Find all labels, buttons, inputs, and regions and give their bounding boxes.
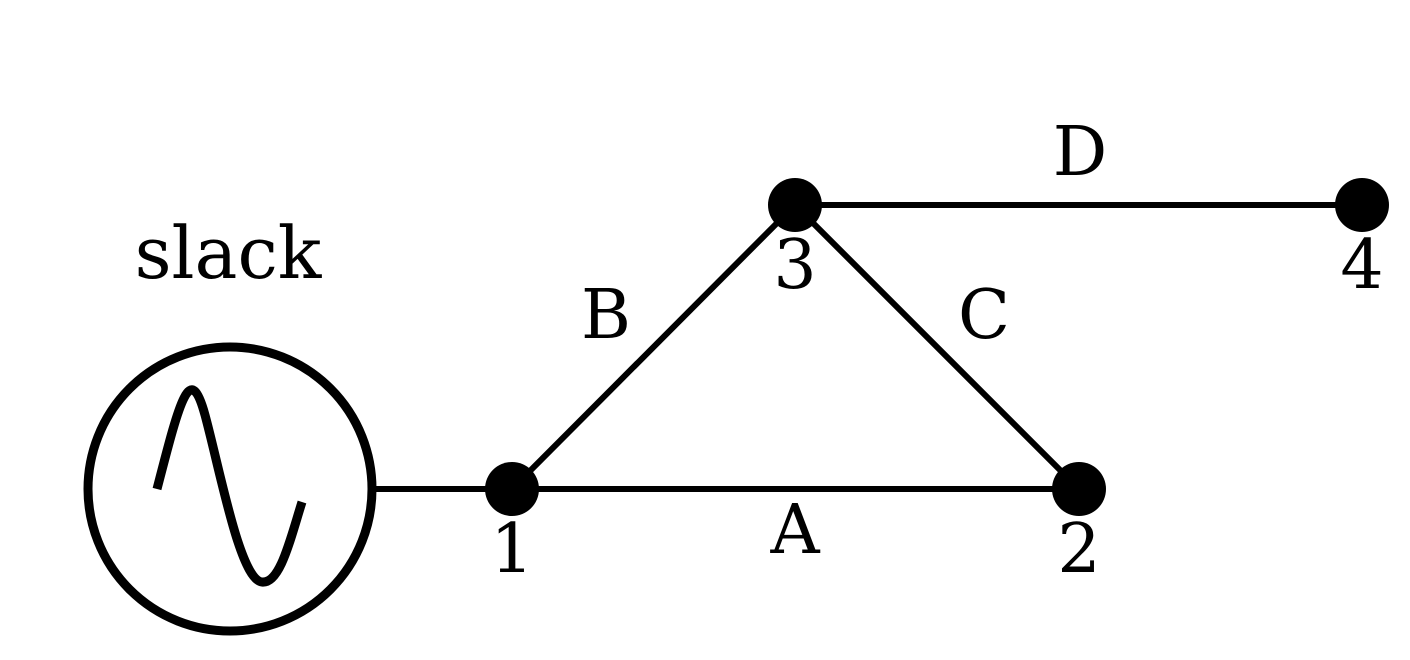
node-4 (1335, 178, 1389, 232)
branch-c-label: C (958, 276, 1010, 355)
node-1 (485, 462, 539, 516)
branch-a-label: A (769, 491, 820, 570)
branch-b-line (509, 202, 798, 492)
branch-d-label: D (1053, 113, 1108, 192)
node-1-label: 1 (490, 510, 533, 589)
generator-circle (83, 342, 377, 636)
branch-b-label: B (581, 276, 631, 355)
slack-label: slack (135, 211, 323, 295)
slack-generator (83, 342, 377, 636)
node-4-label: 4 (1340, 226, 1383, 305)
node-2-label: 2 (1057, 510, 1100, 589)
sine-wave-icon (152, 385, 307, 587)
branch-c-line (792, 202, 1082, 492)
node-2 (1052, 462, 1106, 516)
node-3 (768, 178, 822, 232)
node-3-label: 3 (773, 226, 816, 305)
